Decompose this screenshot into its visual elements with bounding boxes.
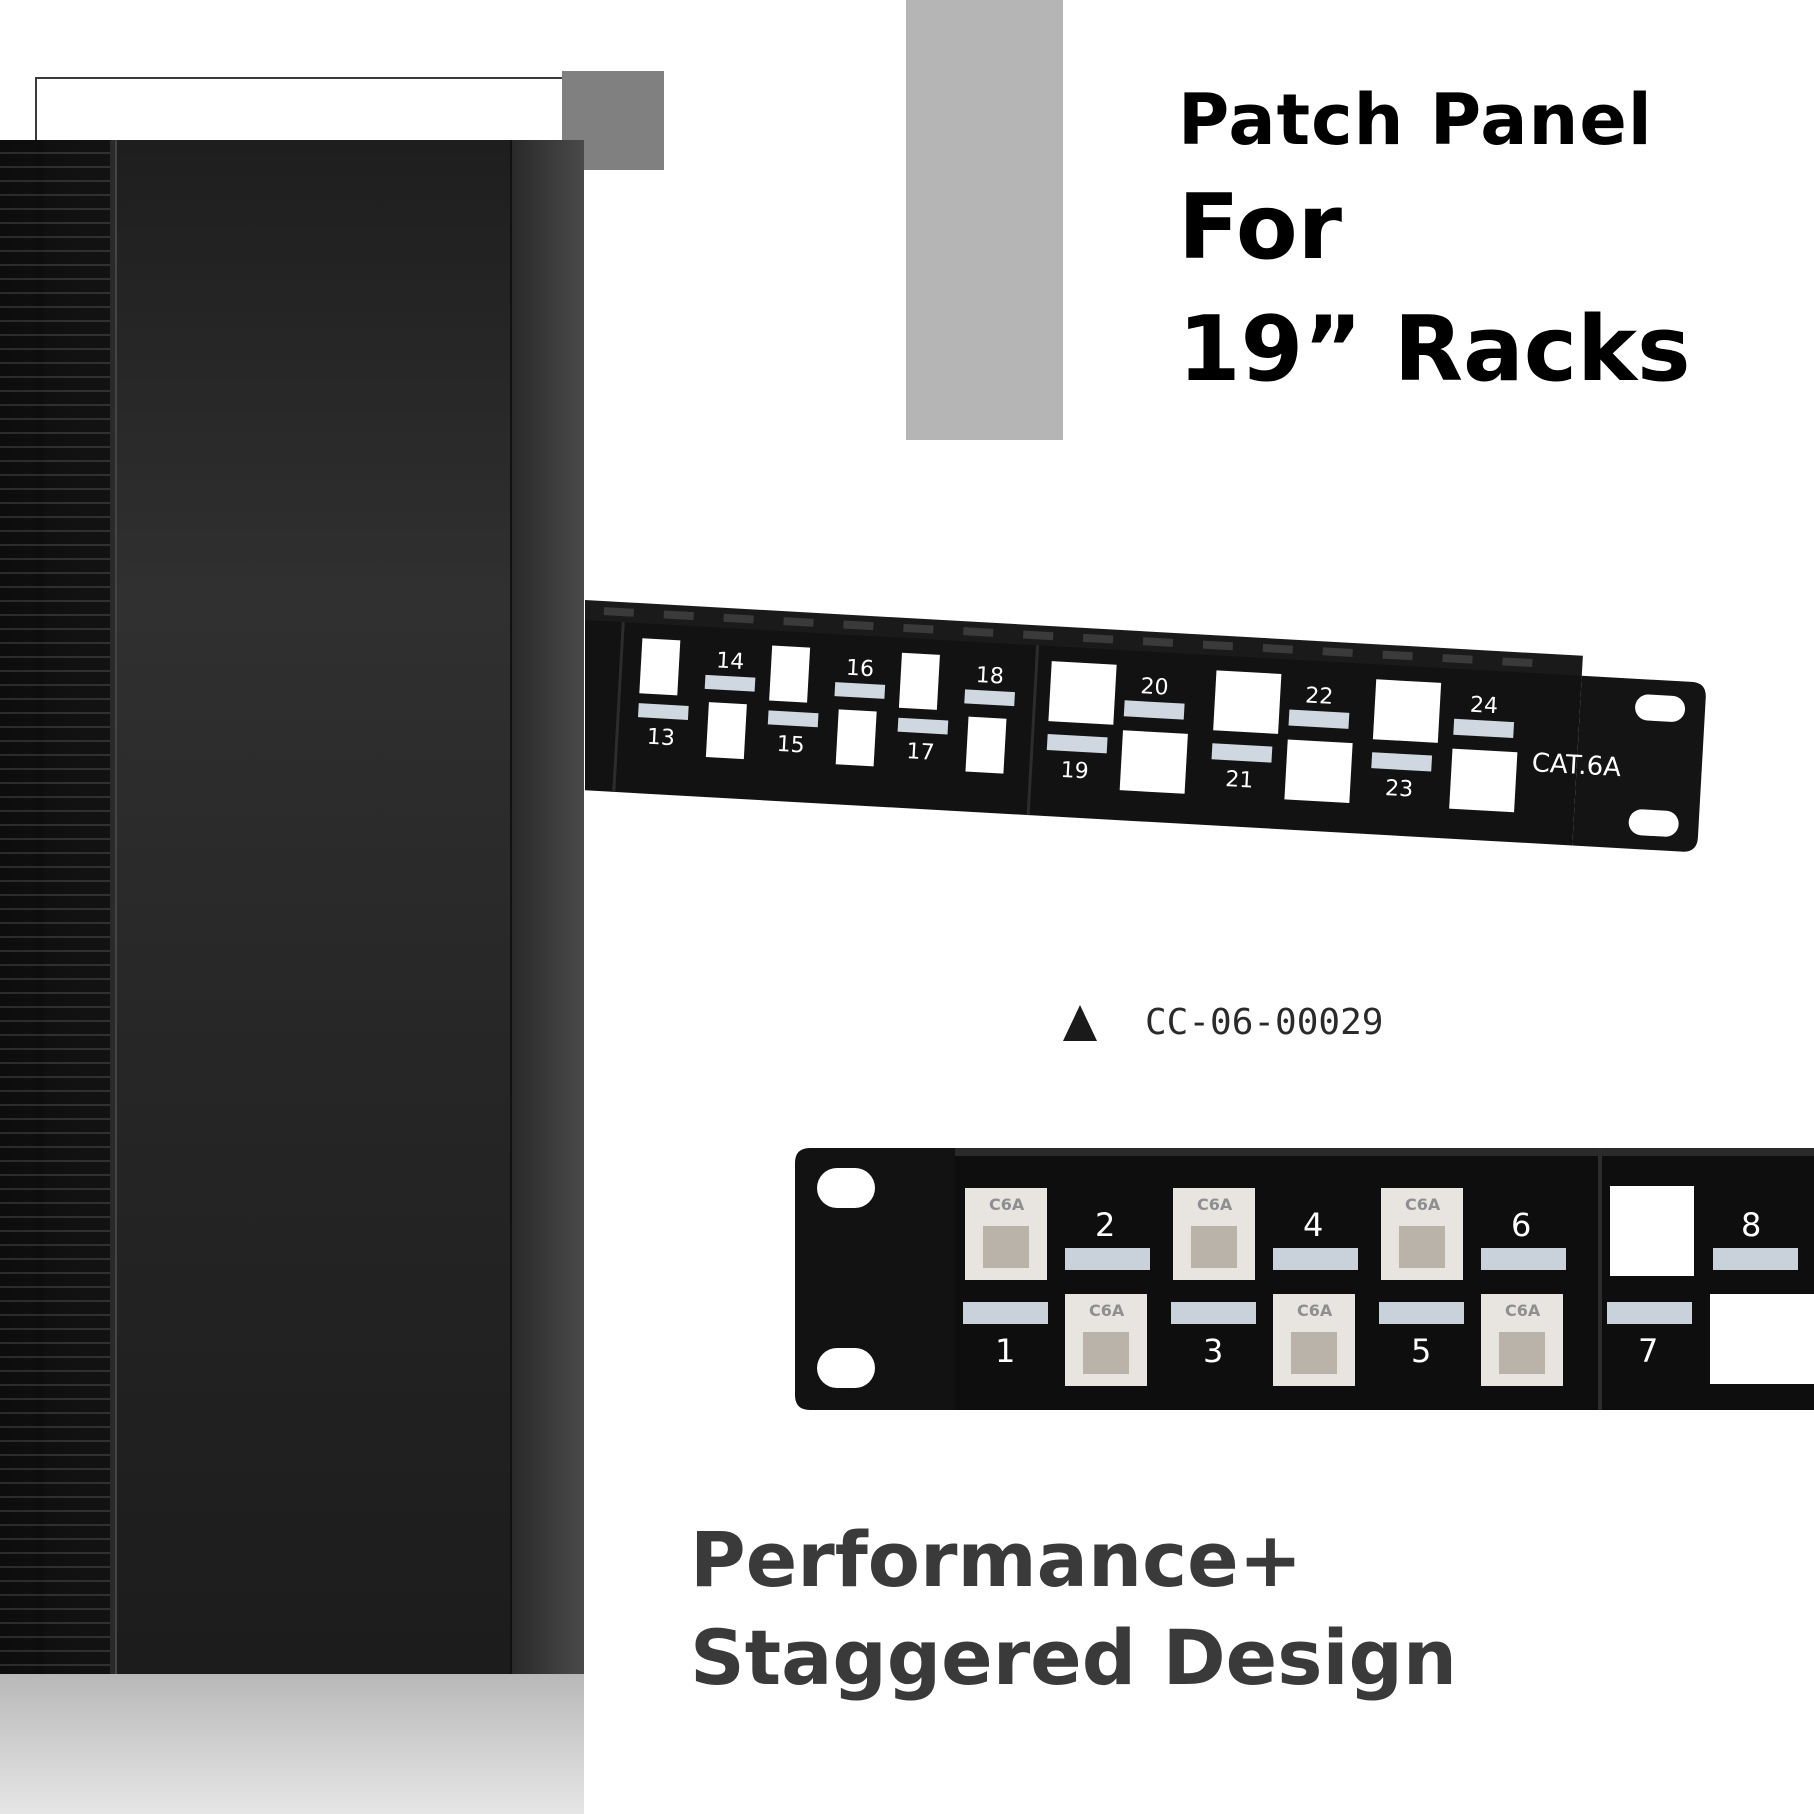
headline: Patch Panel For 19” Racks — [1178, 85, 1691, 395]
rack-floor-reflection — [0, 1674, 584, 1814]
port-19: 19 — [1060, 758, 1089, 785]
port-8: 8 — [1741, 1206, 1761, 1244]
port-20: 20 — [1140, 674, 1169, 701]
port-14: 14 — [716, 648, 745, 675]
jack-label: C6A — [1297, 1301, 1333, 1320]
port-6: 6 — [1511, 1206, 1531, 1244]
port-2: 2 — [1095, 1206, 1115, 1244]
jack-label: C6A — [1405, 1195, 1441, 1214]
subhead-line-2: Staggered Design — [690, 1613, 1458, 1702]
headline-line-2: For — [1178, 175, 1343, 280]
port-3: 3 — [1203, 1332, 1223, 1370]
patch-panel-top: CAT.6A — [585, 599, 1706, 852]
model-code: CC-06-00029 — [1145, 1002, 1384, 1043]
port-17: 17 — [906, 739, 935, 766]
port-1: 1 — [995, 1332, 1015, 1370]
port-18: 18 — [975, 663, 1004, 690]
jack-label: C6A — [1089, 1301, 1125, 1320]
port-15: 15 — [776, 732, 805, 759]
subhead-line-1: Performance+ — [690, 1515, 1303, 1604]
headline-line-1: Patch Panel — [1178, 79, 1653, 161]
port-24: 24 — [1469, 693, 1498, 720]
port-13: 13 — [646, 725, 675, 752]
port-22: 22 — [1305, 683, 1334, 710]
port-4: 4 — [1303, 1206, 1323, 1244]
patch-panel-bottom: C6A C6A C6A C6A C6A C6A 1 2 3 4 5 6 7 8 — [795, 1148, 1814, 1410]
jack-label: C6A — [1197, 1195, 1233, 1214]
model-caption: CC-06-00029 — [1063, 1002, 1383, 1043]
port-23: 23 — [1384, 776, 1413, 803]
jack-label: C6A — [1505, 1301, 1541, 1320]
rack-perforated-side — [0, 140, 110, 1674]
jack-row: C6A C6A C6A C6A C6A C6A — [965, 1186, 1814, 1386]
subhead: Performance+ Staggered Design — [690, 1522, 1457, 1696]
server-rack-photo — [0, 140, 584, 1674]
headline-line-3: 19” Racks — [1178, 297, 1691, 402]
port-7: 7 — [1638, 1332, 1658, 1370]
jack-label: C6A — [989, 1195, 1025, 1214]
port-5: 5 — [1411, 1332, 1431, 1370]
decorative-grey-bar — [906, 0, 1063, 440]
triangle-up-icon — [1063, 1004, 1097, 1041]
rack-door — [115, 140, 512, 1674]
port-21: 21 — [1225, 767, 1254, 794]
category-label: CAT.6A — [1531, 748, 1622, 783]
port-16: 16 — [845, 656, 874, 683]
